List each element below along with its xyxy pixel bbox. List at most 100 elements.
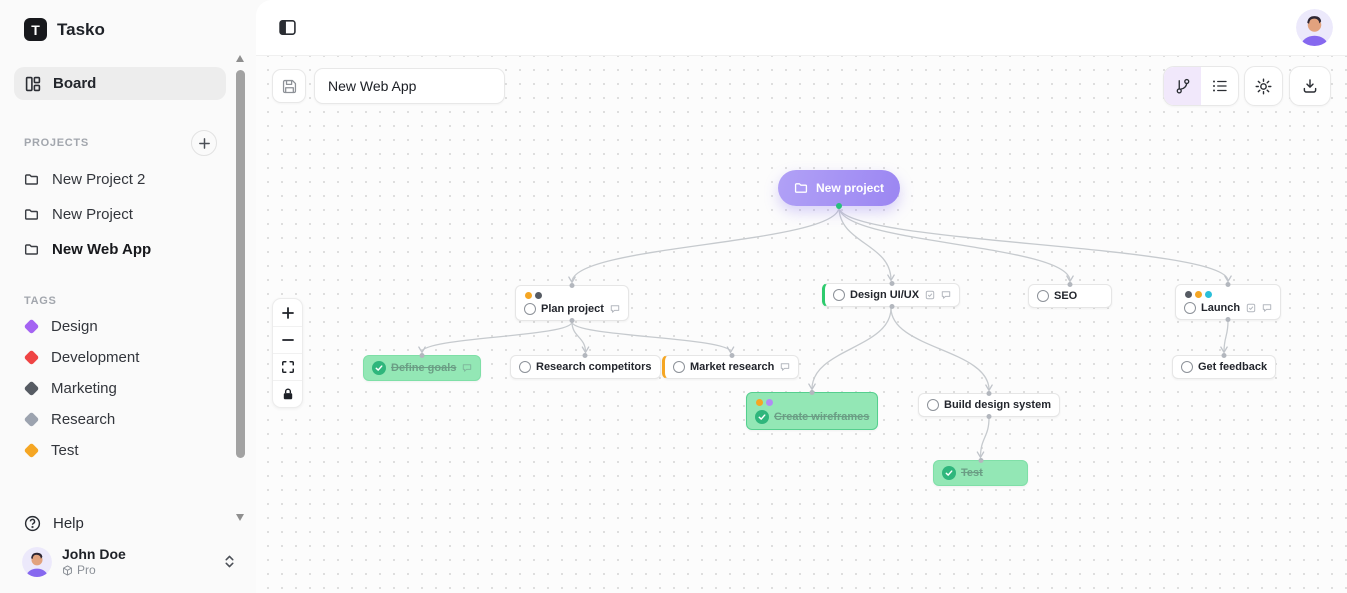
node-handle-top[interactable] — [809, 390, 815, 395]
task-done-checkbox[interactable] — [755, 410, 769, 424]
node-label: New project — [816, 181, 885, 195]
tag-color-icon — [23, 318, 40, 335]
user-account[interactable]: John Doe Pro — [0, 542, 256, 593]
sidebar-tag-item[interactable]: Test — [0, 435, 256, 466]
node-handle-top[interactable] — [1221, 353, 1227, 358]
sidebar-toggle-button[interactable] — [272, 13, 302, 43]
sidebar-item-board[interactable]: Board — [14, 67, 226, 100]
task-checkbox[interactable] — [927, 399, 939, 411]
task-node-define[interactable]: Define goals — [363, 353, 482, 381]
node-label: Create wireframes — [774, 411, 870, 423]
zoom-out-button[interactable] — [273, 326, 302, 353]
comment-icon[interactable] — [610, 304, 620, 314]
comment-icon[interactable] — [1262, 303, 1272, 313]
task-checkbox[interactable] — [673, 361, 685, 373]
sidebar-project-item[interactable]: New Project 2 — [0, 162, 256, 197]
task-node-design[interactable]: Design UI/UX — [822, 281, 961, 309]
sidebar-tag-item[interactable]: Development — [0, 342, 256, 373]
top-bar — [256, 0, 1347, 56]
node-handle-top[interactable] — [1225, 282, 1231, 287]
zoom-in-button[interactable] — [273, 299, 302, 326]
task-node-seo[interactable]: SEO — [1028, 282, 1112, 308]
project-name-input[interactable] — [314, 68, 505, 104]
task-checkbox[interactable] — [833, 289, 845, 301]
comment-icon[interactable] — [780, 362, 790, 372]
node-handle-top[interactable] — [569, 283, 575, 288]
task-node-wireframes[interactable]: Create wireframes — [746, 390, 879, 430]
view-mode-toggle — [1163, 66, 1239, 106]
project-label: New Web App — [52, 241, 152, 258]
node-handle-bottom[interactable] — [889, 304, 895, 309]
node-handle-top[interactable] — [978, 458, 983, 463]
node-handle-top[interactable] — [419, 353, 425, 358]
sidebar-scrollbar[interactable] — [235, 55, 246, 521]
node-handle-bottom[interactable] — [986, 414, 992, 419]
task-node-test[interactable]: Test — [933, 458, 1028, 486]
sidebar-item-help[interactable]: Help — [0, 505, 256, 542]
task-done-checkbox[interactable] — [942, 466, 956, 480]
list-view-button[interactable] — [1201, 67, 1238, 105]
task-node-launch[interactable]: Launch — [1175, 282, 1282, 322]
unfold-icon — [225, 555, 234, 568]
sidebar-project-item[interactable]: New Web App — [0, 232, 256, 267]
help-icon — [24, 515, 41, 532]
settings-button[interactable] — [1244, 66, 1283, 106]
node-handle-top[interactable] — [582, 353, 588, 358]
scroll-up-arrow[interactable] — [236, 55, 244, 62]
logo-icon: T — [24, 18, 47, 41]
node-handle-bottom[interactable] — [569, 318, 575, 323]
folder-icon — [794, 183, 808, 193]
panel-left-icon — [278, 20, 296, 35]
scroll-down-arrow[interactable] — [236, 514, 244, 521]
tag-dot-icon — [535, 292, 542, 299]
save-icon — [282, 79, 296, 93]
task-checkbox[interactable] — [524, 303, 536, 315]
scrollbar-thumb[interactable] — [236, 70, 245, 458]
node-handle-top[interactable] — [889, 281, 895, 286]
sidebar-tag-item[interactable]: Design — [0, 311, 256, 342]
sidebar-item-label: Board — [53, 75, 97, 92]
folder-icon — [24, 244, 39, 255]
task-node-research[interactable]: Research competitors — [510, 353, 661, 379]
task-done-checkbox[interactable] — [372, 361, 386, 375]
comment-icon[interactable] — [462, 363, 472, 373]
fit-view-button[interactable] — [273, 353, 302, 380]
add-project-button[interactable] — [191, 130, 217, 156]
task-checkbox[interactable] — [519, 361, 531, 373]
root-node[interactable]: New project — [778, 170, 901, 209]
task-checkbox[interactable] — [1184, 302, 1196, 314]
node-handle-top[interactable] — [729, 353, 735, 358]
task-checkbox[interactable] — [1037, 290, 1049, 302]
check-icon — [945, 470, 953, 476]
account-switcher-button[interactable] — [223, 554, 236, 569]
user-avatar[interactable] — [1296, 9, 1333, 46]
node-tag-dots — [1185, 291, 1272, 298]
sidebar-tag-item[interactable]: Research — [0, 404, 256, 435]
export-button[interactable] — [1289, 66, 1331, 106]
node-handle-bottom[interactable] — [1225, 317, 1231, 322]
edges-layer — [418, 206, 1232, 459]
tree-view-button[interactable] — [1164, 67, 1201, 105]
minus-icon — [281, 339, 294, 341]
node-handle-bottom[interactable] — [836, 203, 842, 209]
app-logo: T Tasko — [0, 0, 256, 41]
tags-section-label: TAGS — [24, 295, 57, 307]
comment-icon[interactable] — [941, 290, 951, 300]
node-handle-top[interactable] — [986, 391, 992, 396]
task-node-build[interactable]: Build design system — [918, 391, 1060, 419]
node-handle-top[interactable] — [1067, 282, 1073, 287]
gear-icon — [1255, 78, 1272, 94]
subtask-icon[interactable] — [925, 290, 935, 300]
sidebar-tag-item[interactable]: Marketing — [0, 373, 256, 404]
save-button[interactable] — [272, 69, 306, 103]
download-icon — [1303, 79, 1317, 93]
task-node-plan[interactable]: Plan project — [515, 283, 629, 323]
sidebar-project-item[interactable]: New Project — [0, 197, 256, 232]
node-label: Get feedback — [1198, 361, 1268, 373]
task-node-market[interactable]: Market research — [662, 353, 800, 379]
task-node-feedback[interactable]: Get feedback — [1172, 353, 1277, 379]
task-checkbox[interactable] — [1181, 361, 1193, 373]
lock-button[interactable] — [273, 380, 302, 407]
subtask-icon[interactable] — [1246, 303, 1256, 313]
